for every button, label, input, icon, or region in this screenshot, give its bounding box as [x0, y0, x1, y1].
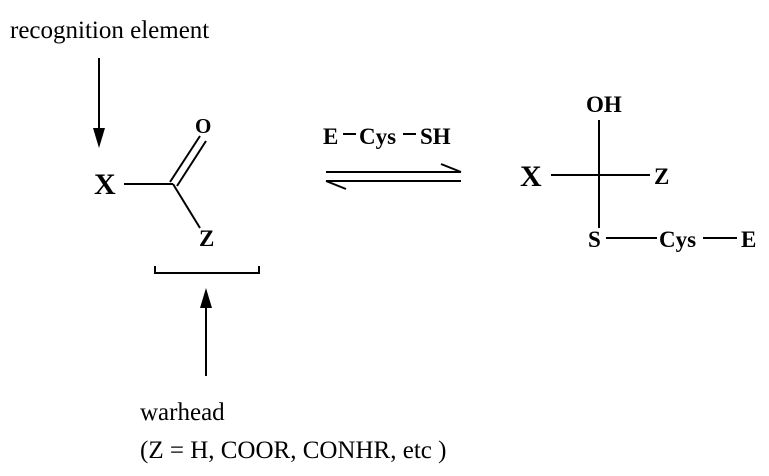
reagent-sh: SH: [420, 124, 451, 149]
warhead-bracket: [154, 266, 260, 274]
reactant-z-atom: Z: [199, 226, 214, 251]
product-s-atom: S: [588, 227, 601, 252]
reactant-molecule: X O Z: [94, 114, 214, 251]
reactant-c-o-bond-2: [176, 140, 207, 187]
warhead-note: (Z = H, COOR, CONHR, etc ): [140, 437, 446, 464]
reactant-c-o-bond-1: [169, 135, 201, 183]
warhead-arrow: [200, 288, 212, 376]
warhead-label: warhead: [140, 399, 225, 426]
product-e: E: [741, 227, 756, 252]
reactant-c-z-bond: [172, 183, 201, 229]
product-oh: OH: [586, 92, 622, 117]
reagent: E Cys SH: [323, 124, 451, 149]
product-molecule: OH X Z S Cys E: [520, 92, 756, 252]
product-cys: Cys: [659, 227, 696, 252]
product-z-atom: Z: [654, 164, 669, 189]
reagent-e: E: [323, 124, 338, 149]
equilibrium-arrows: [325, 163, 462, 190]
recognition-arrow: [93, 58, 105, 148]
reagent-cys: Cys: [359, 124, 396, 149]
reactant-x-atom: X: [94, 168, 116, 201]
product-x-atom: X: [520, 160, 542, 193]
reactant-o-atom: O: [195, 114, 211, 138]
recognition-element-label: recognition element: [10, 17, 209, 44]
